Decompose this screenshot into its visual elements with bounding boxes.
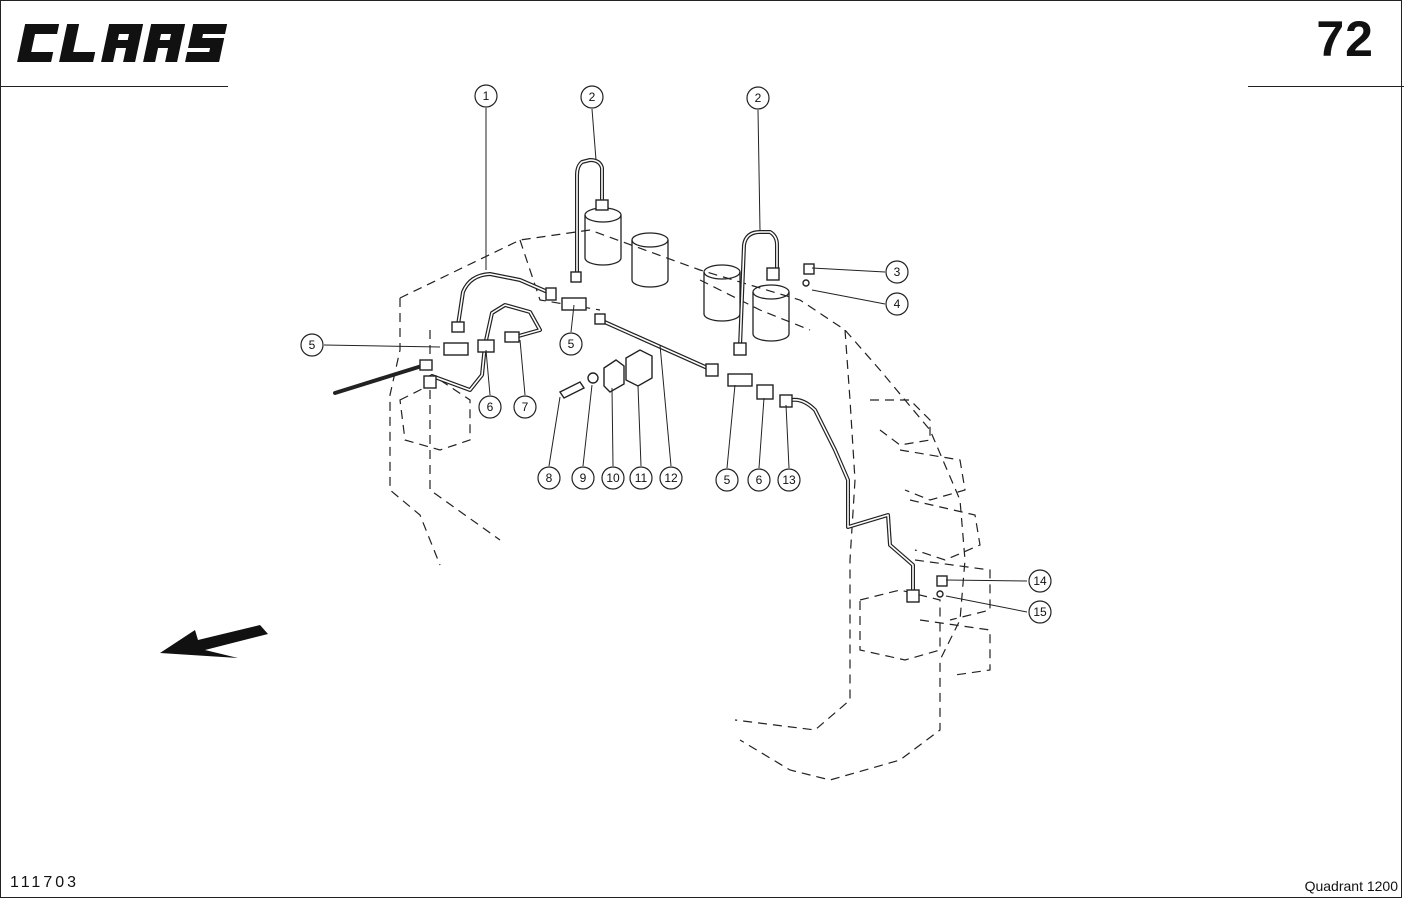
callout-9: 9	[571, 466, 595, 490]
svg-text:10: 10	[606, 471, 620, 485]
callout-14: 14	[1028, 569, 1052, 593]
callouts: 1 2 2 3 4 5 5 5 6 6 7 8 9 10 11 12 13 14…	[300, 84, 1052, 624]
cylinders	[584, 207, 790, 342]
fittings	[419, 199, 948, 603]
svg-text:6: 6	[487, 400, 494, 414]
page-number: 72	[1316, 11, 1374, 67]
callout-12: 12	[659, 466, 683, 490]
callout-8: 8	[537, 466, 561, 490]
model-name: Quadrant 1200	[1304, 878, 1398, 894]
svg-text:5: 5	[568, 337, 575, 351]
callout-1: 1	[474, 84, 498, 108]
callout-15: 15	[1028, 600, 1052, 624]
svg-text:8: 8	[546, 471, 553, 485]
callout-5b: 5	[559, 332, 583, 356]
drawing-number: 111703	[10, 874, 80, 891]
callout-5a: 5	[300, 333, 324, 357]
callout-13: 13	[777, 468, 801, 492]
callout-6a: 6	[478, 395, 502, 419]
svg-text:6: 6	[756, 473, 763, 487]
callout-5c: 5	[715, 468, 739, 492]
callout-6b: 6	[747, 468, 771, 492]
direction-arrow	[160, 625, 268, 658]
svg-text:14: 14	[1033, 574, 1047, 588]
header-rule-right	[1248, 86, 1404, 87]
svg-text:12: 12	[664, 471, 678, 485]
svg-text:15: 15	[1033, 605, 1047, 619]
svg-text:5: 5	[724, 473, 731, 487]
svg-text:5: 5	[309, 338, 316, 352]
callout-11: 11	[629, 466, 653, 490]
svg-text:2: 2	[755, 91, 762, 105]
svg-text:13: 13	[782, 473, 796, 487]
svg-text:4: 4	[894, 297, 901, 311]
callout-3: 3	[885, 260, 909, 284]
callout-2b: 2	[746, 86, 770, 110]
claas-logo	[17, 24, 228, 62]
svg-text:7: 7	[522, 400, 529, 414]
svg-text:11: 11	[635, 471, 648, 485]
header-rule-left	[0, 86, 228, 87]
svg-text:9: 9	[580, 471, 587, 485]
svg-text:2: 2	[589, 90, 596, 104]
callout-10: 10	[601, 466, 625, 490]
leader-lines	[323, 108, 1028, 613]
svg-text:1: 1	[483, 89, 490, 103]
callout-7: 7	[513, 395, 537, 419]
svg-text:3: 3	[894, 265, 901, 279]
callout-2a: 2	[580, 85, 604, 109]
callout-4: 4	[885, 292, 909, 316]
